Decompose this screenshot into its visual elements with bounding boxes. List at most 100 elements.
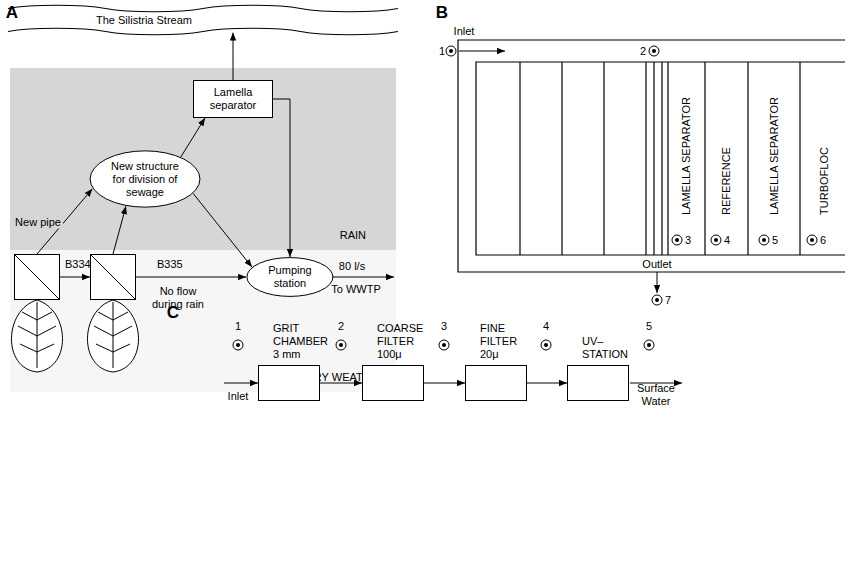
node-text: New structure for division of sewage xyxy=(105,160,185,199)
panel-letter: A xyxy=(6,3,18,23)
sampling-point xyxy=(649,46,659,56)
weir-diagonal xyxy=(15,255,59,299)
flow-connector xyxy=(136,277,246,278)
sampling-dot xyxy=(544,343,548,347)
panel-letter: B xyxy=(436,3,448,23)
sampling-point xyxy=(233,340,243,350)
basin-label: LAMELLA SEPARATOR xyxy=(768,97,781,215)
basin-label: LAMELLA SEPARATOR xyxy=(680,97,693,215)
flow-connector xyxy=(273,99,290,257)
rain-band-fill xyxy=(10,68,396,250)
sampling-point xyxy=(807,235,817,245)
outlet-label: Outlet xyxy=(642,258,671,271)
node-text: GRIT CHAMBER xyxy=(273,322,328,348)
inlet-label: Inlet xyxy=(228,390,249,403)
sampling-dot xyxy=(647,343,651,347)
rain-zone: RAIN Lamella separatorNew structure for d… xyxy=(10,68,396,250)
callout-number: 7 xyxy=(665,294,671,307)
basin-walls xyxy=(520,62,800,255)
treatment-box: GRIT CHAMBER3 mm xyxy=(258,365,320,401)
catchment-leaves xyxy=(11,300,138,372)
node-text: RAIN xyxy=(340,229,366,242)
basin-label: REFERENCE xyxy=(720,147,733,215)
box-heading: UV–STATION xyxy=(582,335,628,361)
node-text: The Silistria Stream xyxy=(96,14,192,27)
box-heading: COARSE FILTER100μ xyxy=(377,322,423,361)
flow-rate: 80 l/s xyxy=(339,260,365,273)
separator-box: Lamella separator xyxy=(193,80,273,118)
sampling-dot xyxy=(339,343,343,347)
outlet-arrow xyxy=(657,272,658,293)
basin-label: TURBOFLOC xyxy=(818,147,831,215)
flow-connector xyxy=(527,383,567,384)
sampling-dot xyxy=(442,343,446,347)
callout-number: 4 xyxy=(543,320,549,333)
catchment-leaf xyxy=(11,300,62,372)
treatment-box: FINE FILTER20μ xyxy=(465,365,527,401)
sampling-dot xyxy=(714,238,718,242)
overflow-structure: B335 xyxy=(90,254,136,300)
sampling-points xyxy=(233,46,817,350)
sampling-point xyxy=(439,340,449,350)
node-text: 20μ xyxy=(480,348,517,361)
flow-connector xyxy=(193,194,252,268)
callout-number: 6 xyxy=(820,234,826,247)
flow-connector xyxy=(60,277,90,278)
sampling-dot xyxy=(810,238,814,242)
node-text: 3 mm xyxy=(273,348,328,361)
edge-label: New pipe xyxy=(13,216,63,229)
node-text: B335 xyxy=(157,258,183,271)
pumping-station: Pumping station xyxy=(246,257,334,297)
ellipse-shape xyxy=(247,258,333,297)
callout-number: 2 xyxy=(338,320,344,333)
treatment-box: UV–STATION xyxy=(567,365,629,401)
node-text: B334 xyxy=(65,258,91,271)
callout-number: 5 xyxy=(646,320,652,333)
ellipse-shape xyxy=(90,151,200,207)
node-text: 100μ xyxy=(377,348,423,361)
sampling-point xyxy=(336,340,346,350)
dry-band-fill xyxy=(10,250,396,392)
sampling-dot xyxy=(655,298,659,302)
node-text: COARSE FILTER xyxy=(377,322,423,348)
sampling-dot xyxy=(675,238,679,242)
sampling-point xyxy=(644,340,654,350)
inlet-arrow xyxy=(224,383,258,384)
overflow-symbol xyxy=(15,255,59,299)
sampling-point xyxy=(672,235,682,245)
sampling-point xyxy=(541,340,551,350)
sampling-dot xyxy=(449,49,453,53)
leaf-veins xyxy=(18,302,56,368)
flow-connector xyxy=(181,118,205,157)
callout-number: 3 xyxy=(441,320,447,333)
sampling-point xyxy=(759,235,769,245)
stream-outline xyxy=(8,2,398,38)
panel-letter: C xyxy=(167,303,179,323)
sampling-dots xyxy=(236,49,814,347)
overflow-structure: B334 xyxy=(14,254,60,300)
node-text: UV–STATION xyxy=(582,335,628,361)
sampling-point xyxy=(446,46,456,56)
inlet-label: Inlet xyxy=(454,25,475,38)
box-heading: FINE FILTER20μ xyxy=(480,322,517,361)
flow-connector xyxy=(424,383,465,384)
leaf-veins xyxy=(94,302,132,368)
sampling-dot xyxy=(652,49,656,53)
callout-number: 2 xyxy=(640,45,646,58)
callout-number: 1 xyxy=(235,320,241,333)
stream-wave xyxy=(8,5,398,35)
outlet-label: Surface Water xyxy=(631,382,681,408)
catchment-leaf xyxy=(87,300,138,372)
treatment-box: COARSE FILTER100μ xyxy=(362,365,424,401)
inlet-arrow xyxy=(459,51,505,52)
stream-band: The Silistria Stream xyxy=(8,2,398,38)
destination-label: To WWTP xyxy=(331,283,381,296)
flow-connector xyxy=(233,33,234,80)
callout-number: 1 xyxy=(439,45,445,58)
weir-diagonal xyxy=(91,255,135,299)
node-text: FINE FILTER xyxy=(480,322,517,348)
sampling-dot xyxy=(236,343,240,347)
sampling-point xyxy=(652,295,662,305)
callout-number: 3 xyxy=(685,234,691,247)
